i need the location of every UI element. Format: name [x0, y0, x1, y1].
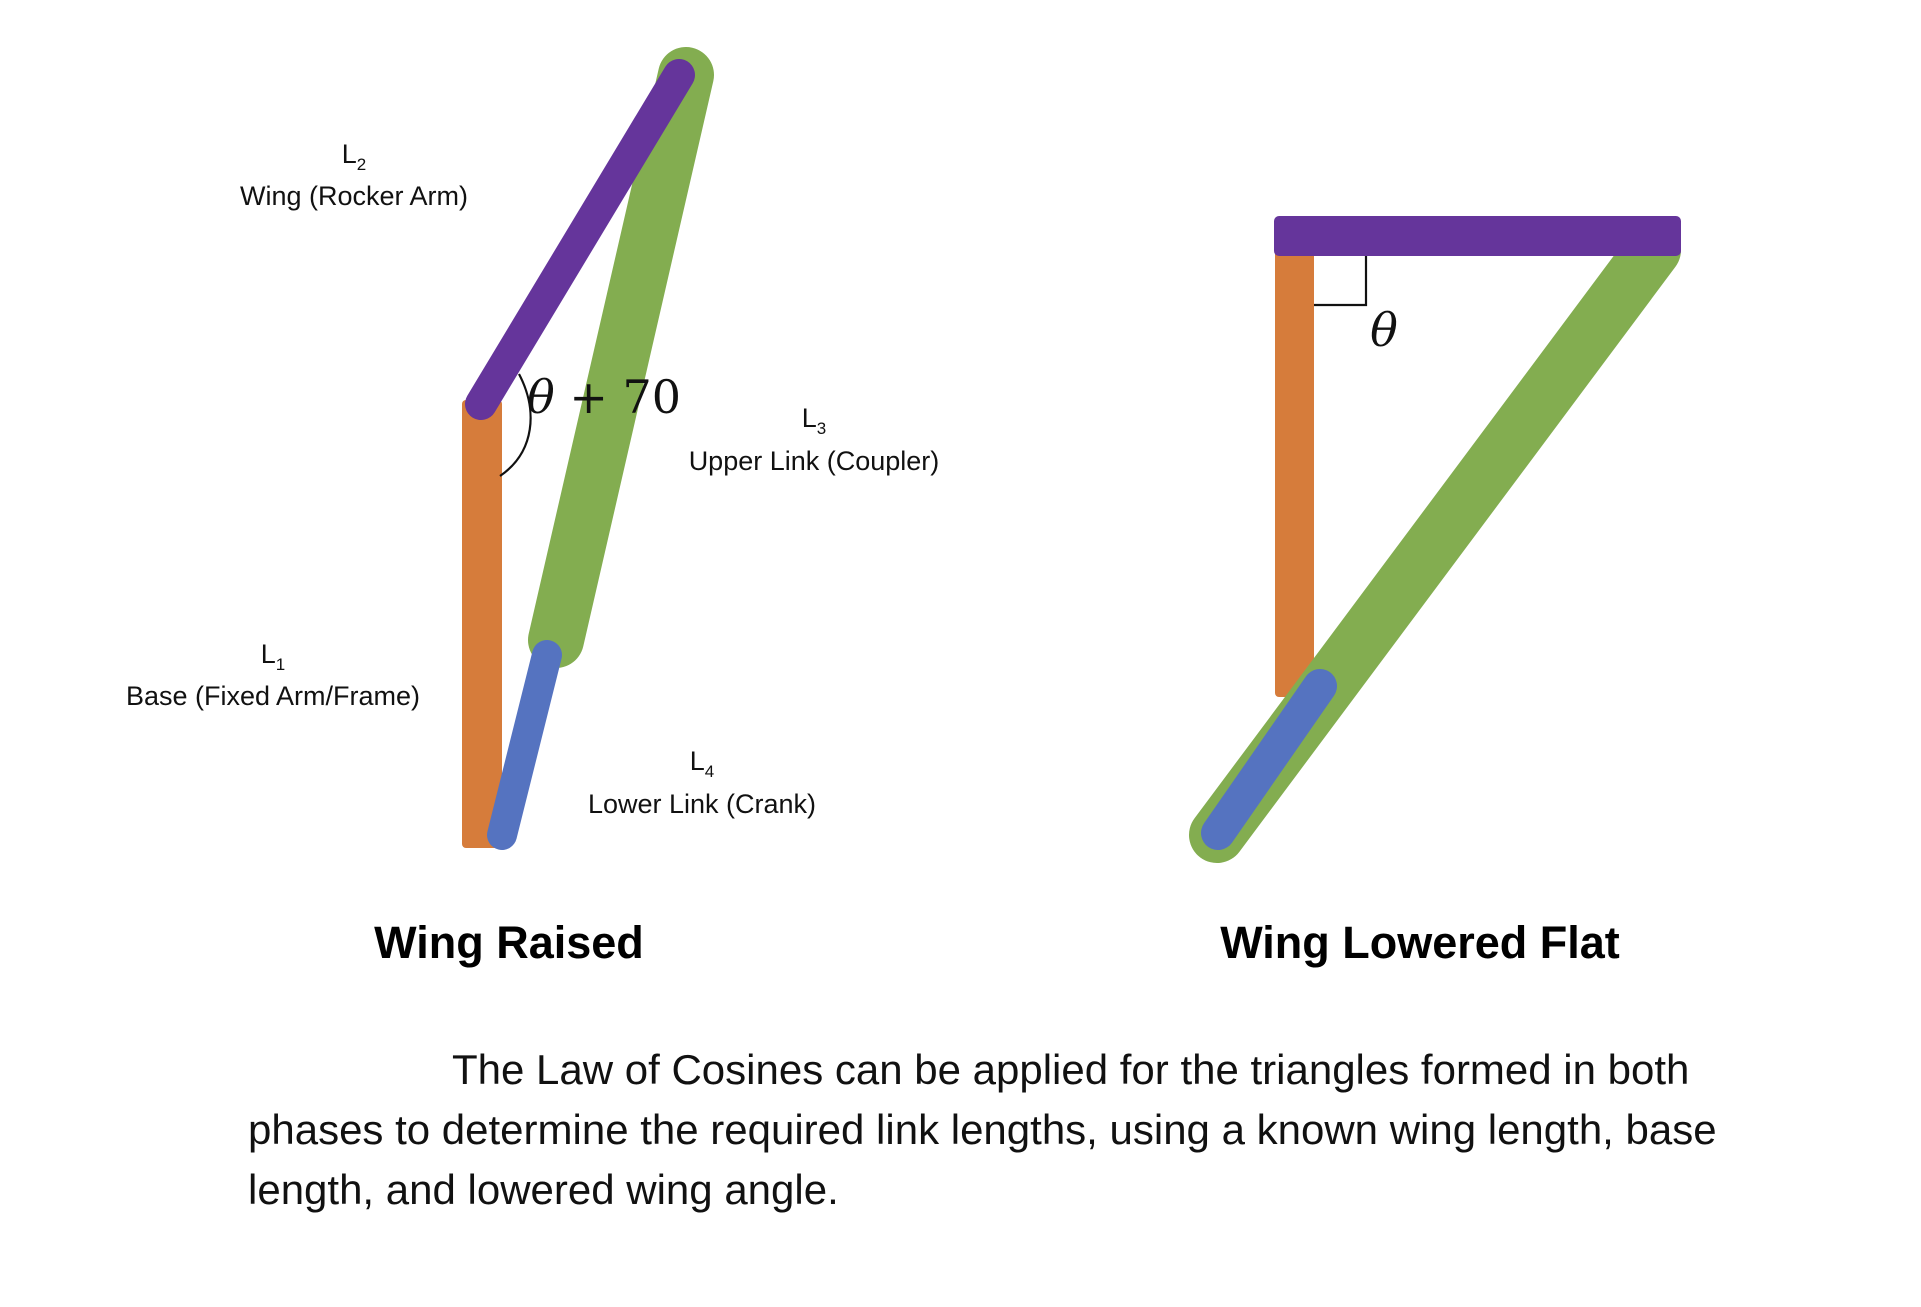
wing-lowered-title: Wing Lowered Flat — [1220, 917, 1620, 968]
label-l2: L2 Wing (Rocker Arm) — [240, 139, 468, 211]
svg-text:L4: L4 — [690, 746, 715, 781]
raised-angle-arc — [499, 373, 532, 477]
caption-text: The Law of Cosines can be applied for th… — [248, 1046, 1717, 1213]
lowered-angle-label: θ — [1370, 303, 1398, 357]
label-l3: L3 Upper Link (Coupler) — [689, 403, 940, 476]
svg-text:Upper Link (Coupler): Upper Link (Coupler) — [689, 446, 940, 476]
svg-text:Wing (Rocker Arm): Wing (Rocker Arm) — [240, 181, 468, 211]
lowered-base-link — [1275, 232, 1314, 697]
wing-raised-title: Wing Raised — [374, 917, 644, 968]
svg-text:Lower Link (Crank): Lower Link (Crank) — [588, 789, 816, 819]
raised-wing-link — [465, 59, 695, 420]
label-l4: L4 Lower Link (Crank) — [588, 746, 816, 819]
lowered-wing-link — [1274, 216, 1681, 256]
raised-angle-label: θ + 70 — [527, 370, 681, 424]
svg-text:L2: L2 — [342, 139, 367, 174]
wing-lowered-mechanism — [1189, 216, 1681, 863]
wing-raised-mechanism — [462, 47, 714, 850]
lowered-crank-link — [1201, 669, 1337, 850]
svg-text:L1: L1 — [261, 639, 286, 674]
raised-coupler-link — [528, 47, 714, 668]
svg-text:L3: L3 — [802, 403, 827, 438]
raised-base-link — [462, 400, 502, 848]
raised-crank-link — [487, 640, 562, 850]
caption-paragraph: The Law of Cosines can be applied for th… — [248, 1040, 1748, 1220]
svg-text:Base (Fixed Arm/Frame): Base (Fixed Arm/Frame) — [126, 681, 420, 711]
lowered-right-angle-marker — [1314, 256, 1368, 307]
label-l1: L1 Base (Fixed Arm/Frame) — [126, 639, 420, 711]
